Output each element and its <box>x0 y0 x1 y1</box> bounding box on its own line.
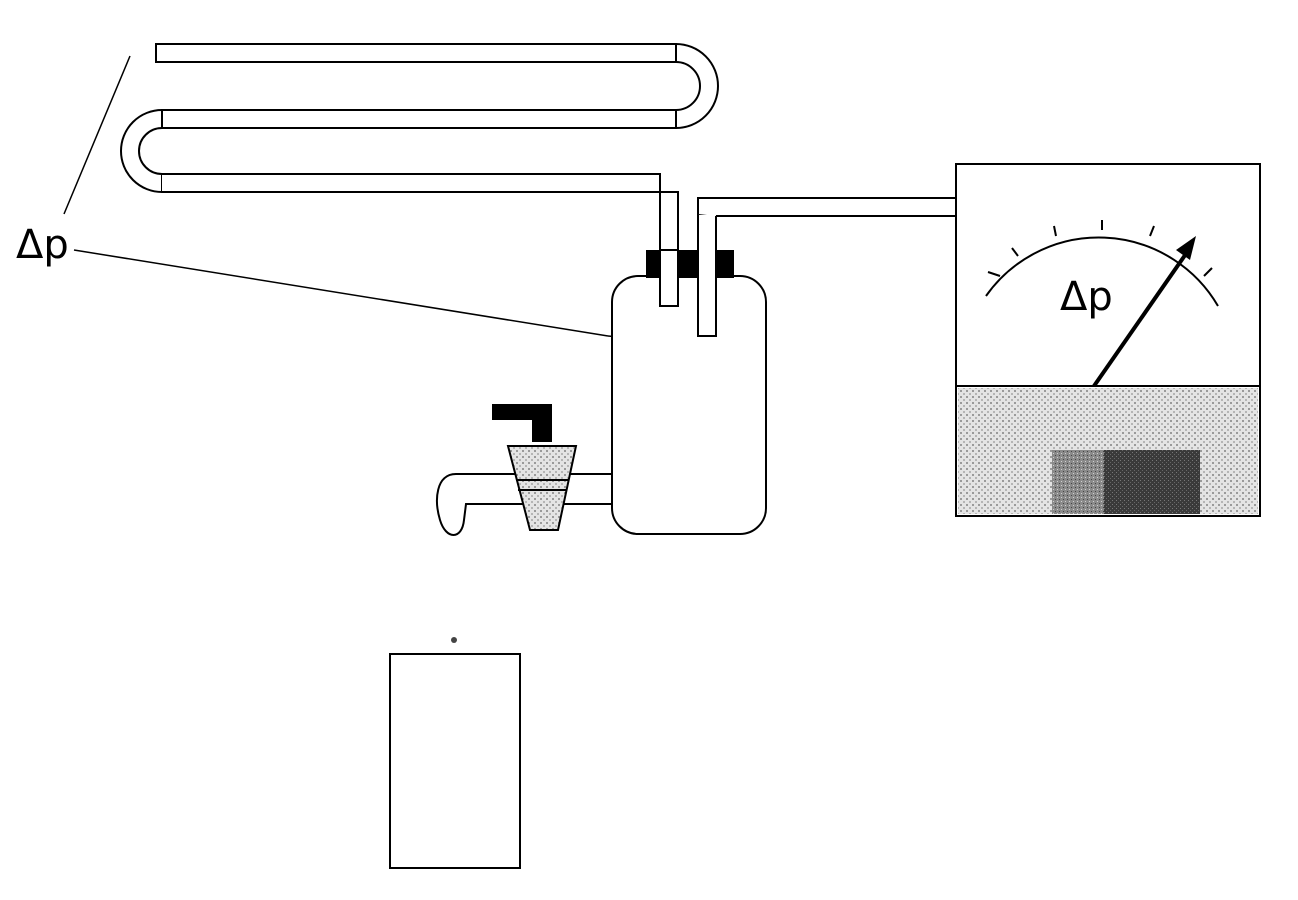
pressure-difference-label-left: Δp <box>16 222 69 268</box>
gauge-connecting-tube <box>697 197 957 217</box>
pressure-leader-lines <box>63 55 651 341</box>
capillary-right-bend <box>675 43 719 129</box>
gauge-connection-tube <box>697 213 717 337</box>
bottle-body <box>611 275 767 535</box>
capillary-middle-section <box>161 109 677 129</box>
drain-tap <box>436 404 613 536</box>
capillary-left-bend <box>120 109 163 193</box>
tap-plug <box>506 445 578 531</box>
gauge-panel-mid-block <box>1052 450 1104 514</box>
gauge-panel-dark-block <box>1104 450 1200 514</box>
pressure-gauge: Δp <box>955 163 1261 517</box>
aspirator-bottle <box>611 213 767 535</box>
capillary-top-section <box>155 43 677 63</box>
gauge-scale-arc <box>985 236 1219 307</box>
gauge-needle <box>1092 246 1192 388</box>
tap-handle <box>492 404 552 442</box>
capillary-bottom-section <box>162 173 679 307</box>
capillary-inlet-tube <box>659 249 679 307</box>
gauge-needle-tip <box>1176 236 1196 260</box>
capillary-tube <box>120 43 719 307</box>
collecting-vessel <box>389 653 521 869</box>
falling-drop <box>451 637 457 643</box>
tap-spout <box>436 473 613 536</box>
pressure-difference-label-gauge: Δp <box>1060 274 1113 320</box>
